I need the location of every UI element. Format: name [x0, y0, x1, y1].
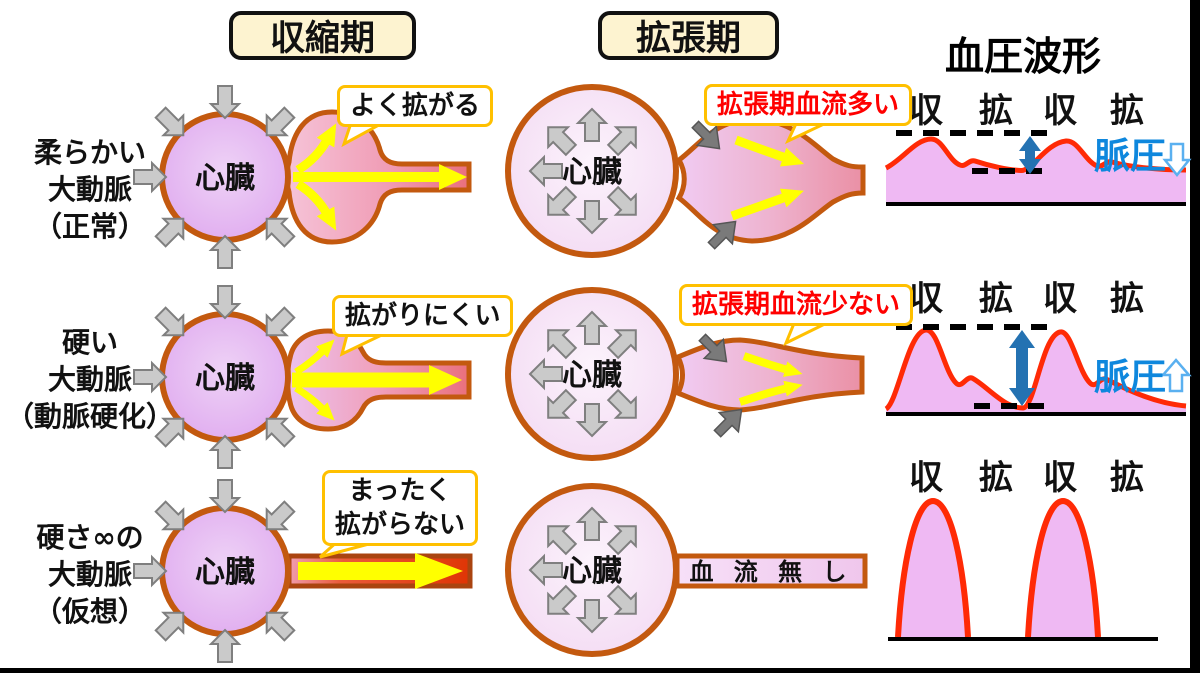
- phase-label: 拡: [979, 279, 1013, 319]
- row2-side-line1: 硬い: [61, 326, 118, 359]
- bubble-row3-line2: 拡がらない: [335, 510, 466, 540]
- pulse-pressure-text-row1: 脈圧: [1094, 136, 1166, 177]
- phase-label: 拡: [1110, 91, 1144, 131]
- pulse-pressure-arrow-row1: [1019, 136, 1041, 174]
- bubble-row1-systole: よく拡がる: [337, 85, 494, 127]
- heart-label: 心臓: [195, 361, 255, 396]
- waveform-row3: [888, 497, 1158, 641]
- row1-side-line3: （正常）: [33, 210, 146, 243]
- bottom-edge-bar: [0, 668, 1200, 673]
- row2-side-line2: 大動脈: [47, 363, 132, 396]
- row1-side-line1: 柔らかい: [33, 136, 146, 169]
- waveform-row2: [884, 324, 1192, 416]
- phase-label: 収: [1043, 91, 1077, 131]
- trend-up-icon: [1160, 358, 1192, 393]
- header-systole: 収縮期: [229, 11, 416, 60]
- pulse-pressure-texts: 脈圧 脈圧: [1094, 136, 1166, 398]
- row1-side-label: 柔らかい 大動脈 （正常）: [0, 134, 180, 245]
- heart-labels: 心臓 心臓 心臓 心臓 心臓 心臓: [195, 155, 622, 590]
- row3-side-label: 硬さ∞の 大動脈 （仮想）: [0, 519, 180, 630]
- phase-label: 収: [909, 279, 943, 319]
- row2-side-label: 硬い 大動脈 （動脈硬化）: [0, 324, 180, 435]
- phase-label: 収: [1043, 458, 1077, 498]
- aorta-row3-diastole-tube: [674, 553, 868, 589]
- phase-label: 拡: [1110, 458, 1144, 498]
- flow-arrows-row2-diastole: [738, 352, 803, 406]
- trend-down-icon: [1162, 142, 1192, 178]
- no-flow-tube-label: 血 流 無 し: [689, 558, 852, 586]
- heart-label: 心臓: [195, 555, 255, 590]
- waveform-row1: [884, 130, 1192, 206]
- pulse-pressure-arrow-row2: [1009, 330, 1035, 406]
- bubble-row3-systole: まったく 拡がらない: [322, 470, 479, 546]
- phase-label: 収: [909, 91, 943, 131]
- heart-label: 心臓: [562, 554, 622, 589]
- row3-side-line2: 大動脈: [47, 558, 132, 591]
- right-edge-bar: [1190, 0, 1200, 673]
- bubble-row3-line1: まったく: [348, 476, 452, 506]
- flow-arrows-row2-systole: [292, 339, 462, 421]
- aorta-row2-diastole: [674, 337, 865, 413]
- phase-label: 拡: [979, 458, 1013, 498]
- pulse-pressure-text-row2: 脈圧: [1094, 357, 1166, 398]
- row2-side-line3: （動脈硬化）: [5, 400, 174, 433]
- flow-arrows-row1-systole: [293, 123, 467, 231]
- bubble-row1-diastole: 拡張期血流多い: [704, 84, 913, 126]
- bubble-row2-diastole: 拡張期血流少ない: [679, 284, 914, 326]
- waveform-panel-title: 血圧波形: [944, 35, 1101, 80]
- row1-side-line2: 大動脈: [47, 173, 132, 206]
- row3-side-line1: 硬さ∞の: [36, 521, 144, 554]
- bubble-row2-systole: 拡がりにくい: [332, 295, 514, 337]
- phase-label: 拡: [1110, 279, 1144, 319]
- flow-arrows-row1-diastole: [730, 135, 805, 221]
- row3-side-line3: （仮想）: [33, 595, 146, 628]
- heart-label: 心臓: [562, 155, 622, 190]
- wave-phase-labels: 収 拡 収 拡 収 拡 収 拡 収 拡 収 拡: [909, 91, 1144, 498]
- phase-label: 収: [1043, 279, 1077, 319]
- heart-label: 心臓: [562, 358, 622, 393]
- heart-label: 心臓: [195, 161, 255, 196]
- phase-label: 収: [909, 458, 943, 498]
- header-diastole: 拡張期: [598, 11, 779, 60]
- phase-label: 拡: [979, 91, 1013, 131]
